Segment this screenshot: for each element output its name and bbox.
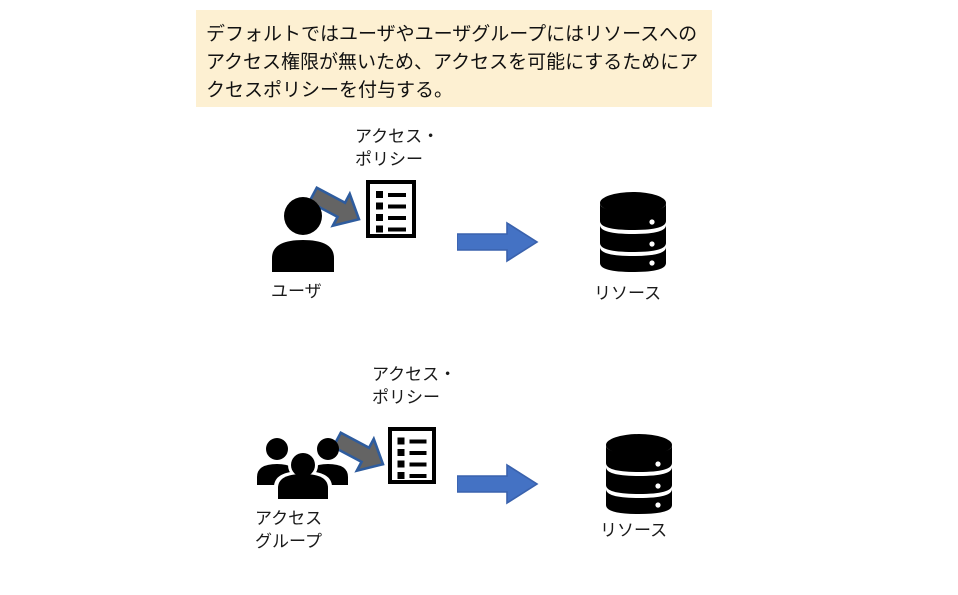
note-callout-box: デフォルトではユーザやユーザグループにはリソースへの アクセス権限が無いため、ア… xyxy=(196,10,712,107)
actor-label-user: ユーザ xyxy=(271,282,322,302)
actor-label-group: アクセス グループ xyxy=(255,509,323,552)
resource-label-group-row: リソース xyxy=(600,521,668,541)
resource-label-user-row: リソース xyxy=(594,284,662,304)
gray-arrow-left-icon xyxy=(302,183,370,231)
checklist-document-icon xyxy=(388,427,436,484)
checklist-document-icon xyxy=(366,180,416,238)
policy-label-user-row: アクセス・ ポリシー xyxy=(355,127,440,170)
database-icon xyxy=(600,192,666,274)
policy-label-group-row: アクセス・ ポリシー xyxy=(372,365,457,408)
people-group-icon xyxy=(256,437,356,499)
gray-arrow-left-icon xyxy=(326,428,394,476)
person-icon xyxy=(268,196,338,272)
database-icon xyxy=(606,434,672,516)
note-text: デフォルトではユーザやユーザグループにはリソースへの アクセス権限が無いため、ア… xyxy=(206,23,699,101)
blue-arrow-right-icon xyxy=(457,461,539,507)
blue-arrow-right-icon xyxy=(457,219,539,265)
